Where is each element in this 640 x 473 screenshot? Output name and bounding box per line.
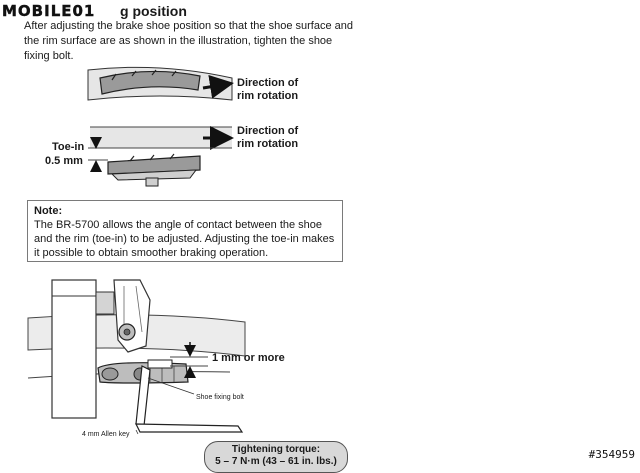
toe-in-label: Toe-in <box>52 141 85 153</box>
brake-shoe-toe-in <box>107 153 201 187</box>
bolt-leader-line <box>147 377 195 395</box>
note-box: Note: The BR-5700 allows the angle of co… <box>27 200 343 262</box>
allen-key-label: 4 mm Allen key <box>82 431 130 438</box>
adjuster-nut <box>118 323 136 341</box>
key-leader-line <box>135 429 139 435</box>
rotation-label-2: Direction of rim rotation <box>237 125 299 150</box>
clearance-markers <box>170 342 208 378</box>
torque-title: Tightening torque: <box>231 444 321 455</box>
torque-callout: Tightening torque: 5 – 7 N·m (43 – 61 in… <box>204 441 348 473</box>
brake-shoe-top <box>99 69 201 95</box>
note-text: The BR-5700 allows the angle of contact … <box>34 219 335 259</box>
section-heading: g position <box>120 3 187 19</box>
torque-value: 5 – 7 N·m (43 – 61 in. lbs.) <box>215 456 337 467</box>
watermark-logo: MOBILE01 <box>2 2 95 20</box>
intro-paragraph: After adjusting the brake shoe position … <box>24 20 353 62</box>
clearance-label: 1 mm or more <box>212 352 285 364</box>
allen-key-illustration <box>135 359 244 433</box>
brake-caliper-arm <box>51 279 151 419</box>
bolt-label: Shoe fixing bolt <box>196 394 244 401</box>
rotation-arrow-1 <box>202 74 234 99</box>
image-id-stamp: #354959 <box>588 448 635 461</box>
toe-in-gap-markers <box>88 137 232 172</box>
note-title: Note: <box>34 205 63 217</box>
toe-in-value: 0.5 mm <box>45 155 83 167</box>
rotation-label-1: Direction of rim rotation <box>237 77 299 102</box>
watermark-text: MOBILE01 <box>2 2 96 20</box>
